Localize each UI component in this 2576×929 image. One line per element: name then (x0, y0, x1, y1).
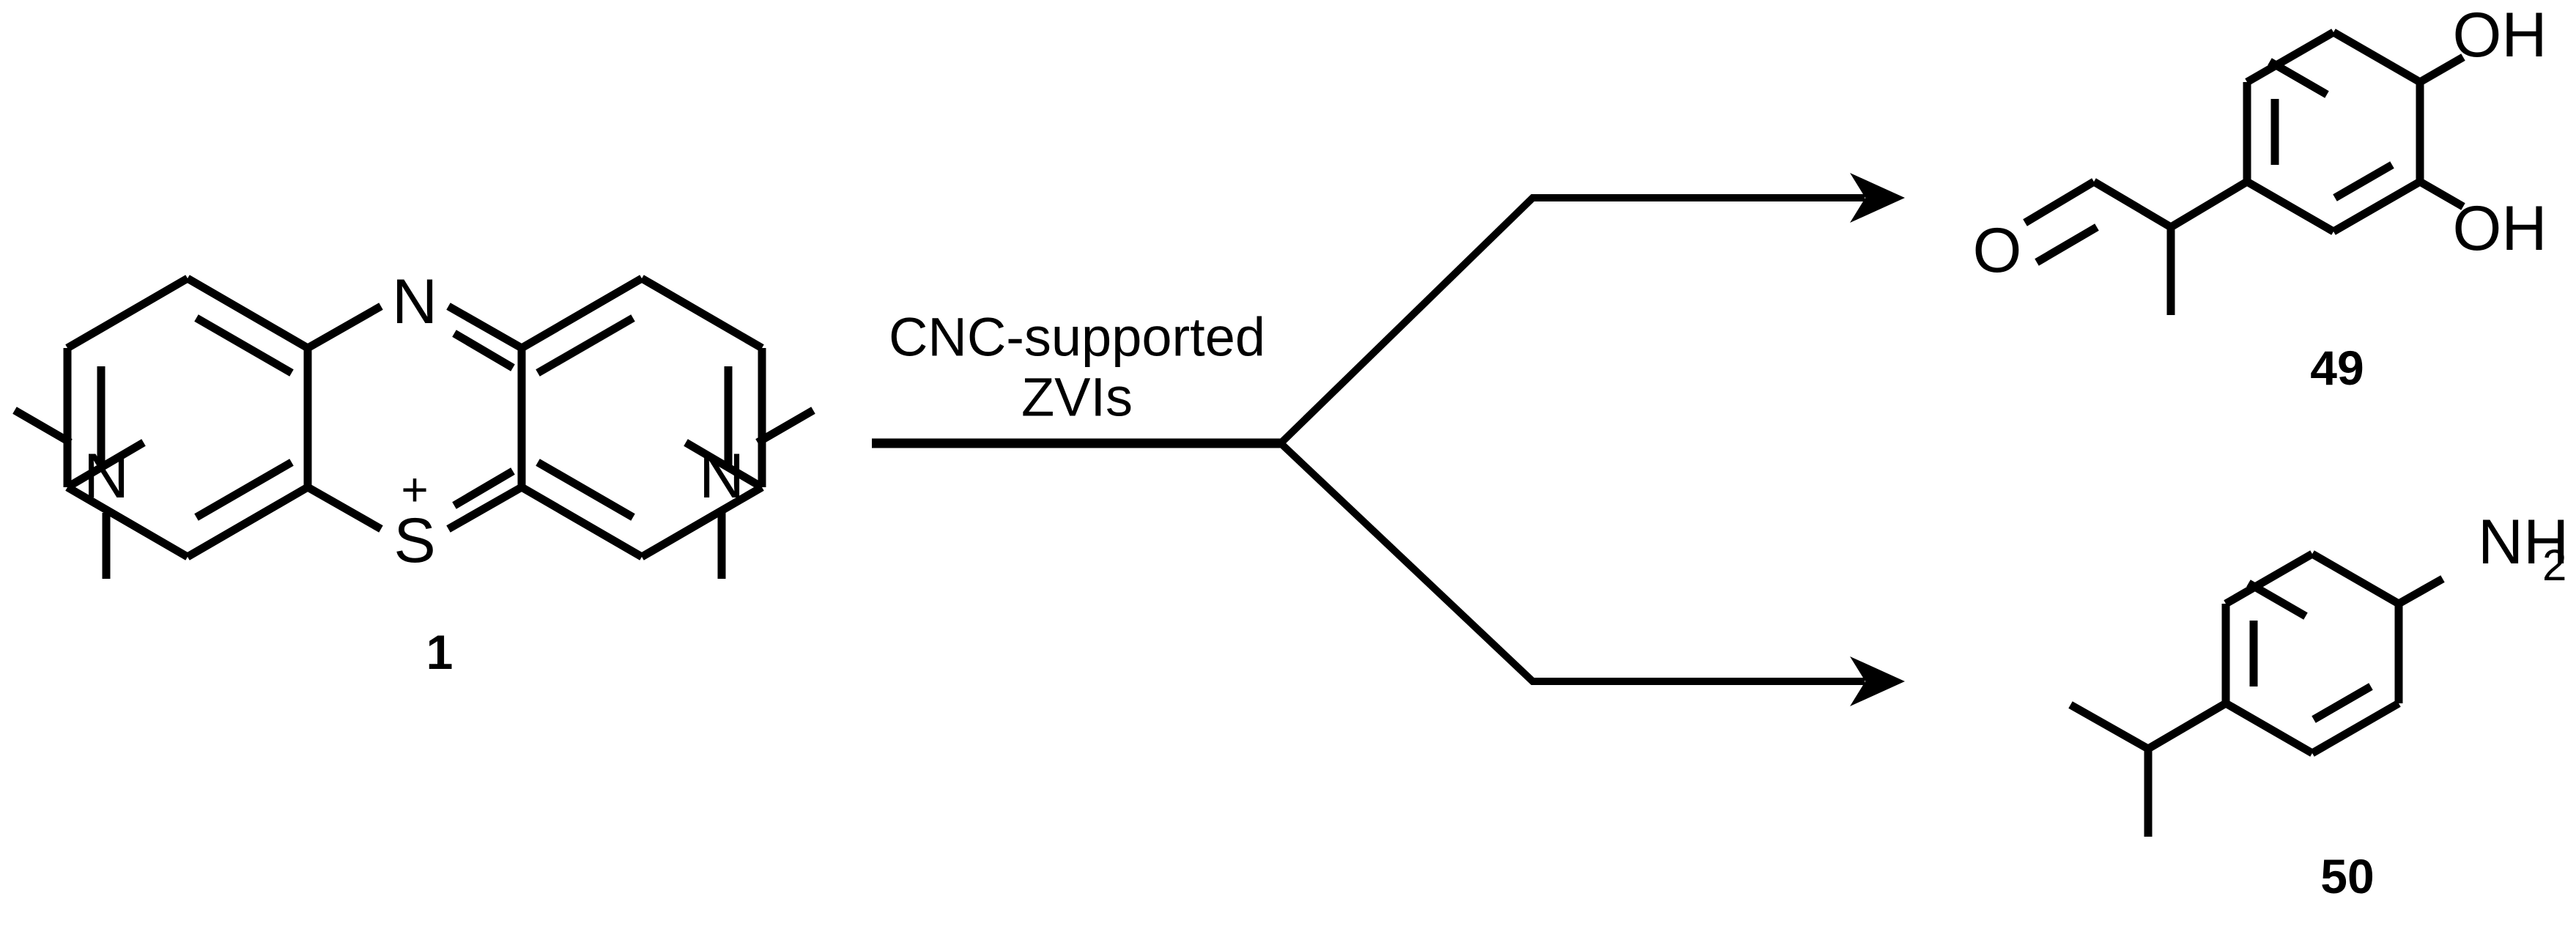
arrow-head-lower (1850, 656, 1905, 706)
hydroxyl-meta-label: OH (2453, 193, 2547, 264)
reactant-compound-label: 1 (426, 625, 454, 679)
conditions-line-1: CNC-supported (889, 307, 1265, 368)
product-49-compound-label: 49 (2310, 341, 2364, 395)
product-49-hydroxyl-bonds (2418, 53, 2465, 210)
right-amine-nitrogen-label: N (699, 441, 744, 511)
left-benzo-ring (63, 275, 310, 560)
conditions-line-2: ZVIs (1021, 367, 1133, 428)
right-dimethylamino-group (684, 407, 815, 579)
product-50-isopropyl-group (2068, 700, 2228, 837)
product-49-propanal-chain (2023, 178, 2249, 315)
product-50-compound-label: 50 (2320, 849, 2374, 903)
product-50: NH 2 50 (2068, 507, 2569, 903)
reactant-methylene-blue: N S + N N 1 (12, 267, 815, 679)
product-49: O OH OH 49 (1973, 0, 2547, 395)
ring-nitrogen-label: N (392, 267, 437, 337)
product-49-benzene-ring (2243, 29, 2424, 235)
left-amine-nitrogen-label: N (84, 441, 129, 511)
carbonyl-oxygen-label: O (1973, 215, 2022, 286)
product-50-benzene-ring (2221, 550, 2403, 757)
amine-label-group: NH 2 (2478, 507, 2569, 590)
reaction-arrow-branching (872, 173, 1905, 706)
left-dimethylamino-group (12, 407, 146, 579)
hydroxyl-para-label: OH (2453, 0, 2547, 70)
right-benzo-ring (519, 275, 766, 560)
reaction-conditions: CNC-supported ZVIs (889, 307, 1265, 428)
arrow-head-upper (1850, 173, 1905, 223)
amine-subscript-label: 2 (2542, 541, 2566, 590)
central-thiazine-ring (303, 303, 526, 533)
sulfur-charge-label: + (401, 463, 428, 516)
arrow-lower-branch (1278, 440, 1865, 685)
amine-label: NH (2478, 507, 2569, 577)
arrow-upper-branch (1278, 194, 1865, 446)
ring-sulfur-label: S (393, 506, 435, 576)
product-50-amine-bond (2397, 575, 2445, 607)
